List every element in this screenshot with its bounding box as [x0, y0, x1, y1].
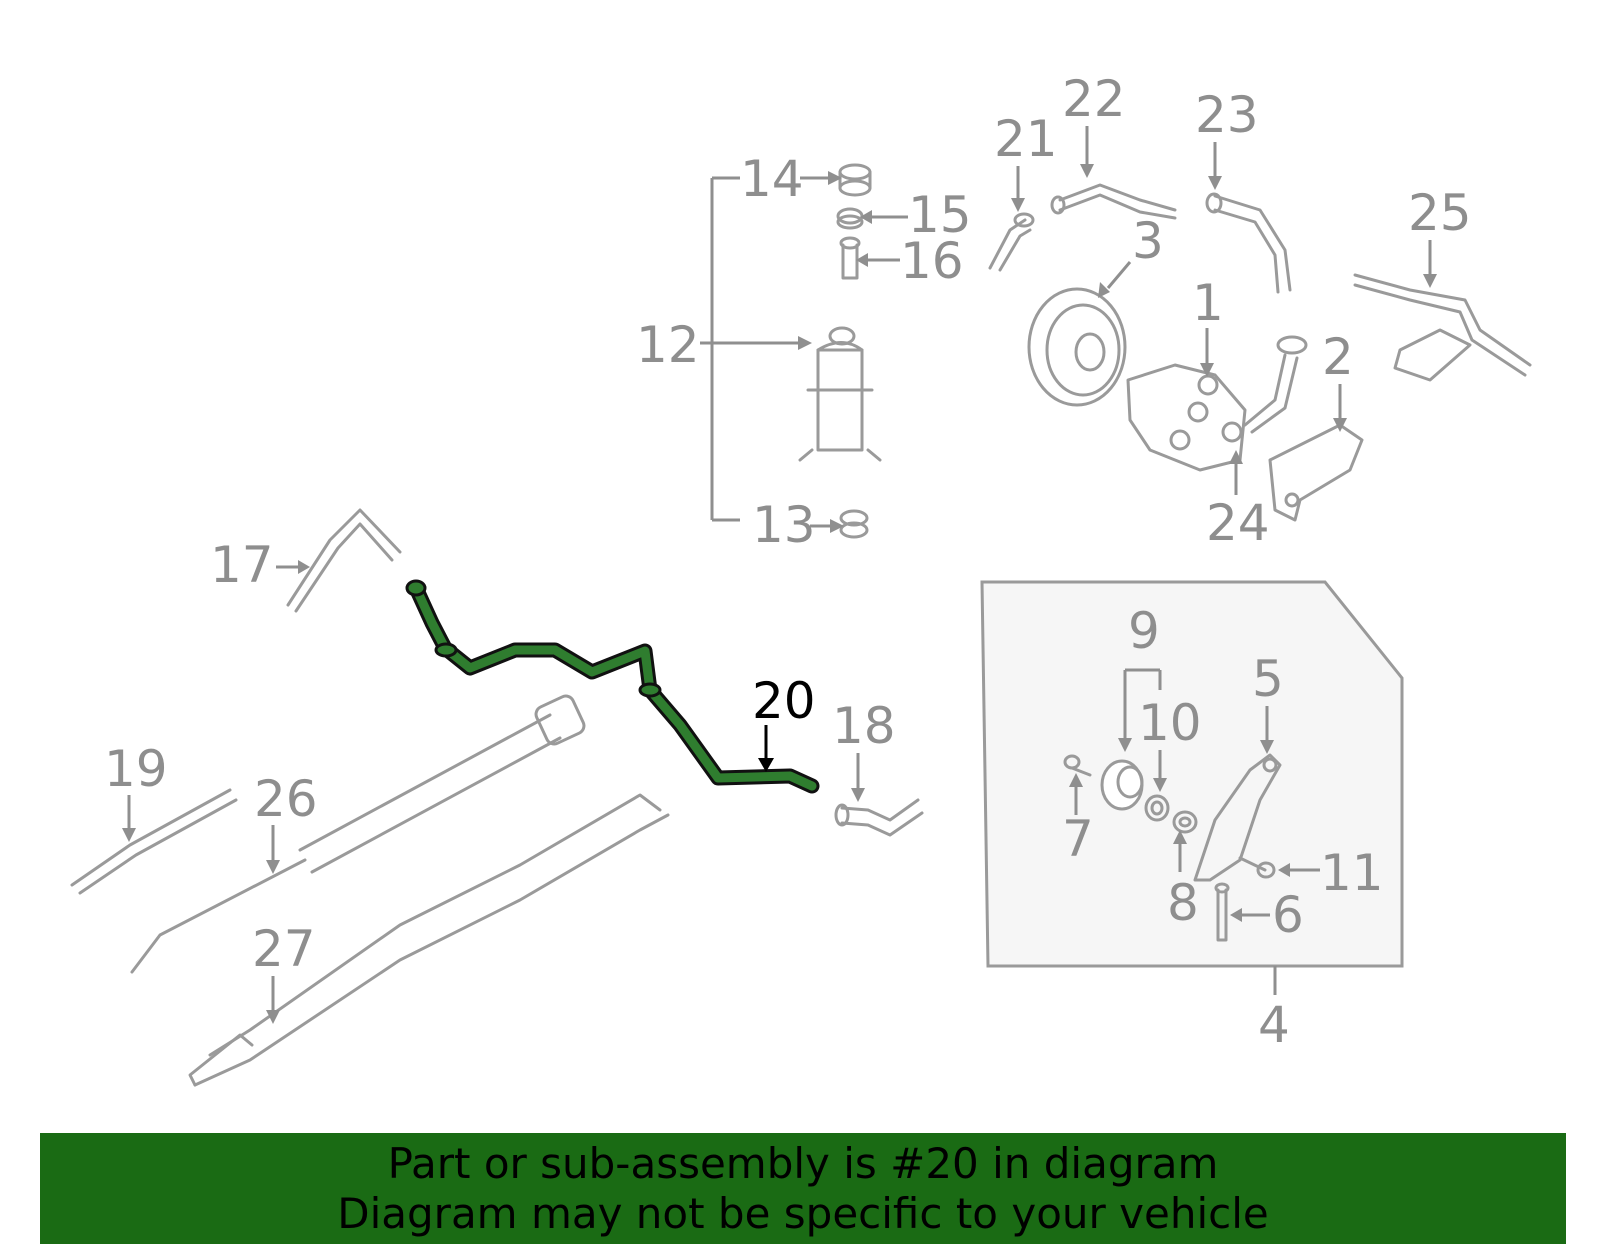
callout-11: 11	[1320, 844, 1384, 902]
part-7-bolt[interactable]	[1063, 754, 1092, 777]
part-8-washer[interactable]	[1172, 810, 1198, 834]
part-10-spacer[interactable]	[1144, 794, 1170, 822]
callout-27: 27	[252, 920, 316, 978]
part-1-pump[interactable]	[1126, 335, 1308, 472]
part-9-idler-pulley[interactable]	[1100, 759, 1144, 811]
callout-16: 16	[900, 232, 964, 290]
group-12-bracket	[700, 176, 812, 522]
part-6-bolt[interactable]	[1214, 882, 1230, 942]
part-11-bolt[interactable]	[1238, 856, 1276, 879]
part-2-bracket[interactable]	[1268, 423, 1364, 522]
callout-20: 20	[752, 672, 816, 730]
part-23-hose[interactable]	[1205, 192, 1292, 294]
part-25-pressure-line[interactable]	[1353, 273, 1532, 382]
callout-24: 24	[1206, 494, 1270, 552]
part-20-hose[interactable]	[405, 579, 820, 794]
callout-18: 18	[832, 697, 896, 755]
callout-22: 22	[1062, 70, 1126, 128]
callout-10: 10	[1138, 694, 1202, 752]
part-14-cushion[interactable]	[838, 163, 872, 197]
callout-4: 4	[1258, 996, 1290, 1054]
callout-5: 5	[1252, 650, 1284, 708]
part-15-washer[interactable]	[836, 207, 864, 230]
banner-line-1: Part or sub-assembly is #20 in diagram	[387, 1138, 1219, 1188]
part-22-hose[interactable]	[1050, 183, 1177, 220]
callout-23: 23	[1195, 86, 1259, 144]
part-18-hose[interactable]	[834, 798, 924, 837]
part-3-pulley[interactable]	[1027, 287, 1127, 407]
callout-8: 8	[1167, 874, 1199, 932]
callout-19: 19	[104, 740, 168, 798]
part-17-hose[interactable]	[286, 508, 402, 613]
part-27-cooler[interactable]	[188, 793, 670, 1087]
callout-14: 14	[740, 150, 804, 208]
part-5-tensioner-bracket[interactable]	[1193, 753, 1282, 882]
callout-6: 6	[1272, 886, 1304, 944]
banner-line-2: Diagram may not be specific to your vehi…	[337, 1188, 1269, 1238]
callout-25: 25	[1408, 184, 1472, 242]
callout-2: 2	[1322, 328, 1354, 386]
group-9-bracket	[1118, 668, 1162, 752]
callout-15: 15	[908, 186, 972, 244]
part-21-hose[interactable]	[988, 212, 1035, 272]
callout-1: 1	[1192, 274, 1224, 332]
part-16-bolt[interactable]	[839, 236, 861, 280]
callout-3: 3	[1132, 212, 1164, 270]
callout-7: 7	[1062, 810, 1094, 868]
part-19-tube[interactable]	[70, 788, 238, 895]
callout-9: 9	[1128, 602, 1160, 660]
info-banner: Part or sub-assembly is #20 in diagram D…	[40, 1133, 1566, 1244]
part-13-cushion[interactable]	[839, 509, 869, 539]
part-12-reservoir[interactable]	[798, 326, 882, 462]
part-26-cooler-tube[interactable]	[130, 693, 587, 974]
callout-13: 13	[752, 496, 816, 554]
callout-21: 21	[994, 110, 1058, 168]
callout-26: 26	[254, 770, 318, 828]
callout-17: 17	[210, 536, 274, 594]
arrowhead-20	[758, 758, 774, 772]
callout-12: 12	[636, 316, 700, 374]
